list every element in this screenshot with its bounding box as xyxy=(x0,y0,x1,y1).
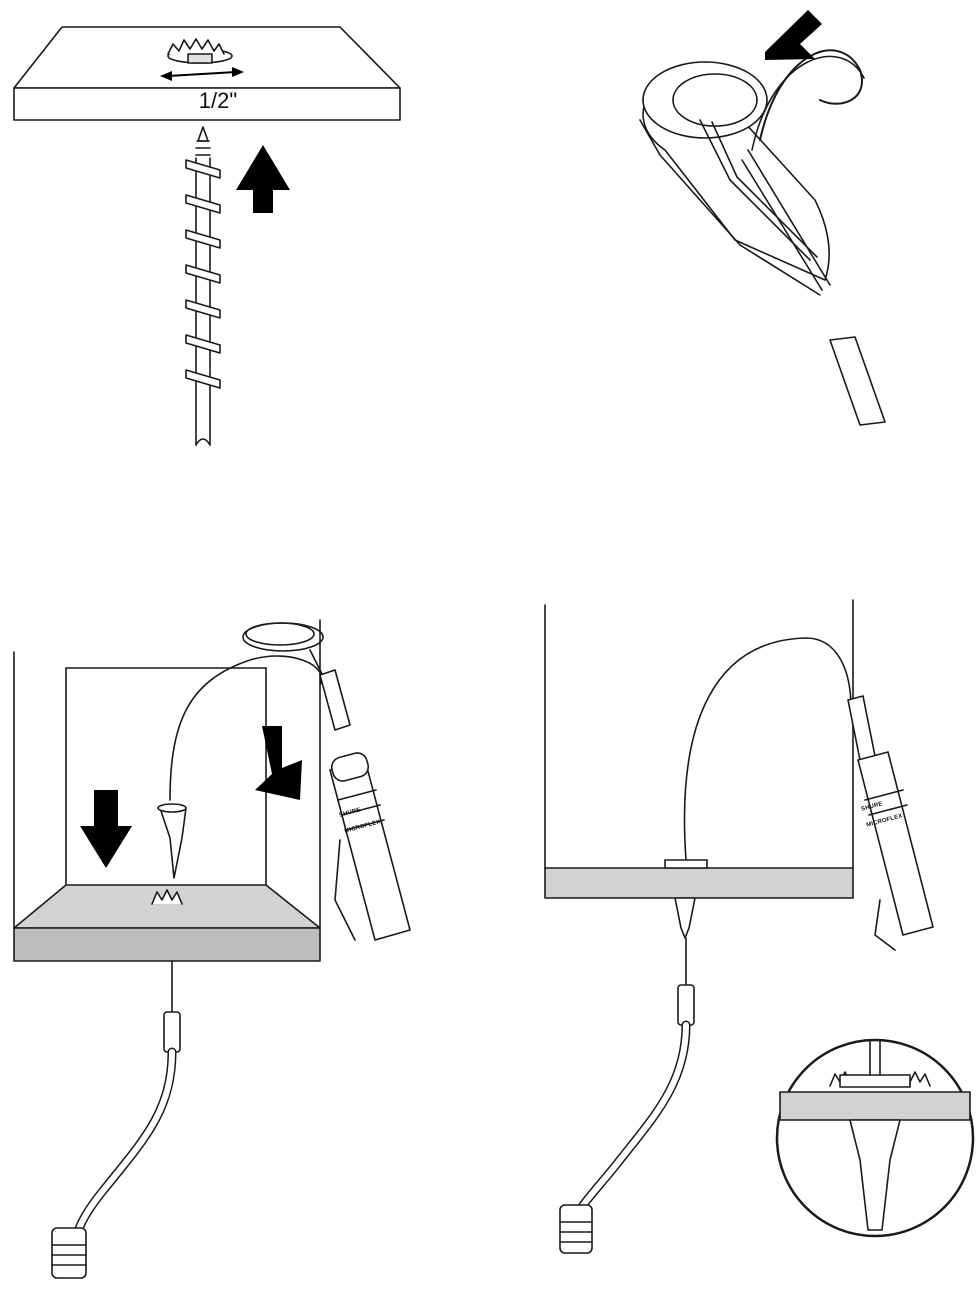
panel-installed xyxy=(544,599,975,1254)
arrow-diagonal-icon xyxy=(255,726,302,800)
arrow-down-icon xyxy=(80,790,132,868)
zoom-detail xyxy=(775,1038,975,1238)
shelf-front xyxy=(544,867,854,899)
panel-insert-mic xyxy=(13,619,411,1279)
drill-bit-icon xyxy=(185,126,221,446)
arrow-diagonal-icon xyxy=(765,10,822,60)
board-front xyxy=(13,87,401,121)
panel-drill-hole xyxy=(13,26,401,446)
shelf-front xyxy=(13,927,321,962)
microphone-icon xyxy=(329,752,411,941)
dimension-label: 1/2" xyxy=(198,88,238,113)
arrow-up-icon xyxy=(236,145,290,213)
flange-icon xyxy=(167,38,233,64)
panel-connector-clip xyxy=(639,10,886,426)
dimension-arrow xyxy=(160,67,244,81)
